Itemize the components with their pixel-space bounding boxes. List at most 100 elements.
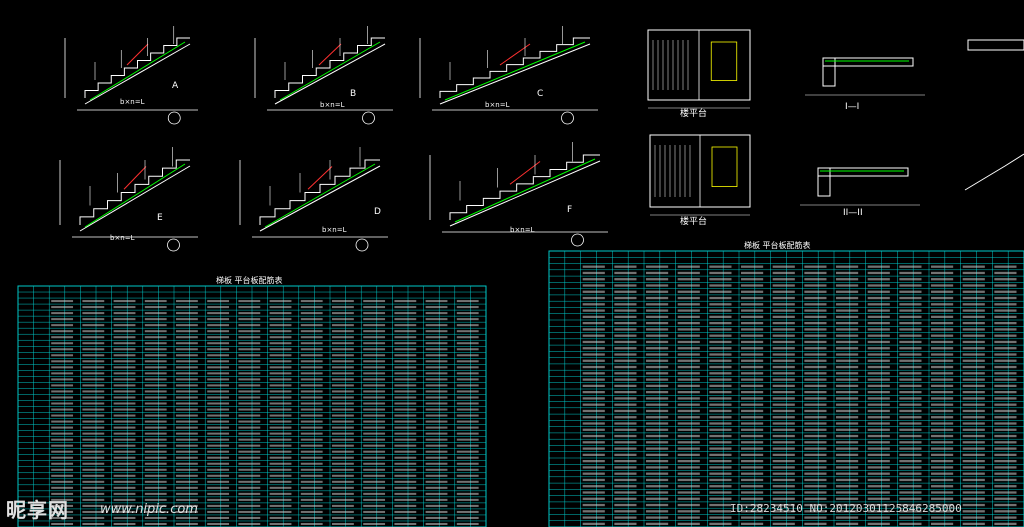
table-left-cell-mark — [238, 402, 261, 405]
table-right-cell-mark — [994, 353, 1017, 356]
table-right-cell-mark — [741, 328, 764, 331]
table-left-cell-mark — [113, 306, 136, 309]
table-right-cell-mark — [614, 485, 637, 488]
table-left-cell-mark — [363, 450, 386, 453]
table-left-cell-mark — [456, 414, 479, 417]
table-left-cell-mark — [363, 468, 386, 471]
table-left-cell-mark — [269, 384, 292, 387]
table-right-cell-mark — [931, 340, 954, 344]
table-left-cell-mark — [394, 522, 417, 525]
stair-e — [59, 147, 198, 252]
stair-c-soffit — [439, 43, 591, 105]
table-right-cell-mark — [741, 315, 764, 318]
table-right-cell-mark — [709, 322, 732, 325]
table-right-cell-mark — [867, 422, 890, 425]
stair-label-c: C — [537, 89, 544, 99]
table-right-cell-mark — [709, 384, 732, 387]
table-left-cell-mark — [425, 318, 448, 321]
table-left-cell-mark — [332, 456, 354, 459]
table-right-cell-mark — [836, 365, 859, 369]
table-right-cell-mark — [836, 265, 859, 268]
table-left-cell-mark — [269, 522, 292, 525]
table-right-cell-mark — [709, 522, 732, 525]
table-left-cell-mark — [238, 330, 261, 333]
table-right-cell-mark — [962, 416, 985, 419]
table-right-cell-mark — [836, 491, 859, 494]
table-right-cell-mark — [582, 516, 605, 519]
reinforcement-tables — [17, 250, 1024, 527]
table-left-cell-mark — [363, 504, 386, 507]
table-right-cell-mark — [962, 384, 985, 387]
table-left-cell-mark — [456, 402, 479, 405]
table-left-cell-mark — [363, 390, 386, 393]
table-left-cell-mark — [176, 390, 198, 393]
table-right-cell-mark — [709, 447, 732, 450]
table-right-cell-mark — [646, 309, 669, 312]
table-right-cell-mark — [804, 522, 827, 525]
table-right-cell-mark — [804, 322, 827, 325]
table-right-cell-mark — [804, 478, 827, 482]
table-left-cell-mark — [456, 432, 479, 435]
table-left-cell-mark — [332, 306, 354, 309]
table-left-cell-mark — [394, 372, 417, 375]
table-right-cell-mark — [741, 441, 764, 444]
table-left-cell-mark — [207, 330, 230, 333]
table-left-cell-mark — [269, 354, 292, 357]
table-right-cell-mark — [931, 472, 954, 475]
table-left-cell-mark — [332, 348, 354, 351]
table-left-cell-mark — [238, 504, 261, 507]
table-left-cell-mark — [332, 492, 354, 495]
table-right-cell-mark — [677, 416, 700, 419]
table-left-cell-mark — [51, 354, 74, 357]
table-right-cell-mark — [931, 271, 954, 275]
table-left-cell-mark — [394, 456, 417, 459]
table-left-cell-mark — [425, 324, 448, 327]
table-left-cell-mark — [456, 396, 479, 399]
table-left-cell-mark — [207, 510, 230, 513]
stair-label-a: A — [172, 81, 179, 91]
table-left-cell-mark — [238, 384, 261, 387]
table-left-cell-mark — [238, 300, 261, 303]
table-right-cell-mark — [899, 491, 922, 494]
table-left-cell-mark — [425, 306, 448, 309]
table-left-cell-mark — [425, 456, 448, 459]
table-right-cell-mark — [899, 422, 922, 425]
table-right-cell-mark — [741, 397, 764, 400]
stair-sections — [59, 26, 608, 252]
table-left-cell-mark — [363, 408, 386, 411]
table-right-cell-mark — [867, 384, 890, 387]
table-right-cell-mark — [677, 391, 700, 394]
table-left-cell-mark — [456, 450, 479, 453]
table-right-cell-mark — [836, 334, 859, 337]
table-right-cell-mark — [867, 359, 890, 362]
table-right-cell-mark — [931, 391, 954, 394]
table-right-cell-mark — [931, 447, 954, 450]
table-right-cell-mark — [962, 340, 985, 344]
table-right-cell-mark — [582, 271, 605, 275]
table-left-cell-mark — [207, 360, 230, 363]
table-left-cell-mark — [207, 516, 230, 519]
table-right-cell-mark — [709, 441, 732, 444]
table-right-cell-mark — [741, 284, 764, 287]
table-left-cell-mark — [82, 342, 105, 345]
table-right-cell-mark — [867, 472, 890, 475]
table-right-cell-mark — [804, 441, 827, 444]
table-right-cell-mark — [772, 422, 795, 425]
stair-d-rebar — [264, 163, 376, 228]
table-left-cell-mark — [300, 474, 323, 477]
table-left-cell-mark — [51, 318, 74, 321]
table-right-cell-mark — [582, 422, 605, 425]
table-right-cell-mark — [741, 516, 764, 519]
table-left-cell-mark — [332, 468, 354, 471]
table-right-cell-mark — [772, 359, 795, 362]
table-left-cell-mark — [456, 378, 479, 381]
table-right-cell-mark — [836, 510, 859, 513]
stair-d-rebar-top — [307, 166, 333, 190]
table-right-cell-mark — [804, 428, 827, 431]
table-left-cell-mark — [332, 432, 354, 435]
table-right-cell-mark — [646, 303, 669, 306]
table-left-cell-mark — [394, 390, 417, 393]
table-right-cell-mark — [962, 347, 985, 350]
table-left-cell-mark — [238, 342, 261, 345]
table-right-cell-mark — [994, 453, 1017, 456]
